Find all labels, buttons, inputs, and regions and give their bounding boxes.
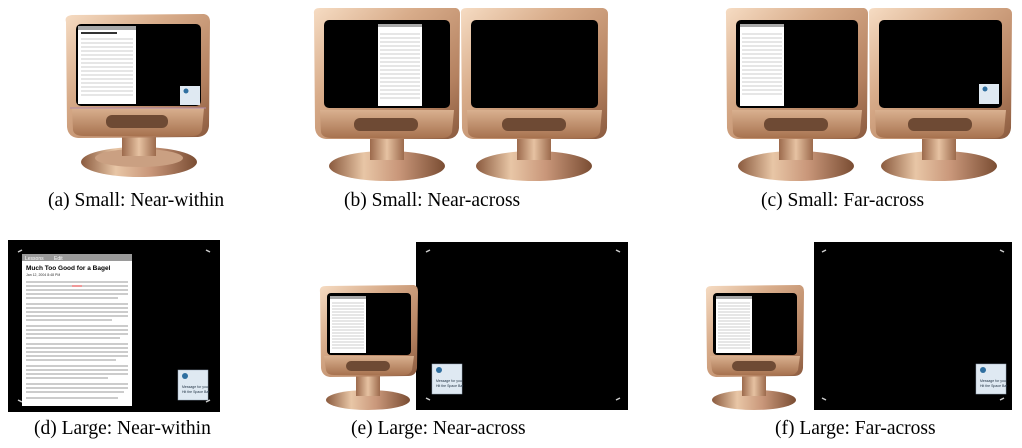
notification-line1: Message for you	[182, 385, 208, 389]
panel-d: Lessons Edit Much Too Good for a Bagel J…	[8, 240, 220, 412]
caption-f: (f) Large: Far-across	[775, 418, 936, 439]
large-display-illustration: Lessons Edit Much Too Good for a Bagel J…	[17, 249, 211, 406]
notification-line1: Message for you	[980, 379, 1006, 383]
dual-crt-monitor-illustration	[725, 8, 1012, 181]
caption-e: (e) Large: Near-across	[351, 418, 526, 439]
crt-monitor-illustration	[65, 14, 210, 177]
menu-item: Edit	[54, 256, 63, 262]
caption-a: (a) Small: Near-within	[48, 190, 225, 211]
caption-c: (c) Small: Far-across	[761, 190, 925, 211]
caption-b: (b) Small: Near-across	[344, 190, 521, 211]
crt-and-large-display-illustration: Message for you Hit the Space Bar	[705, 242, 1012, 410]
notification-line1: Message for you	[436, 379, 462, 383]
article-headline: Much Too Good for a Bagel	[26, 265, 111, 272]
panel-b	[312, 6, 612, 186]
menu-item: Lessons	[25, 256, 44, 262]
caption-d: (d) Large: Near-within	[34, 418, 211, 439]
notification-line2: Hit the Space Bar	[436, 384, 464, 388]
panel-a	[62, 12, 212, 182]
dual-crt-monitor-illustration	[313, 8, 608, 181]
notification-line2: Hit the Space Bar	[980, 384, 1008, 388]
panel-f: Message for you Hit the Space Bar	[700, 240, 1014, 412]
panel-c	[724, 6, 1014, 186]
notification-line2: Hit the Space Bar	[182, 390, 210, 394]
crt-and-large-display-illustration: Message for you Hit the Space Bar	[319, 242, 628, 410]
article-dateline: Jan 12, 2004 8:48 PM	[26, 273, 60, 277]
panel-e: Message for you Hit the Space Bar	[318, 240, 630, 412]
